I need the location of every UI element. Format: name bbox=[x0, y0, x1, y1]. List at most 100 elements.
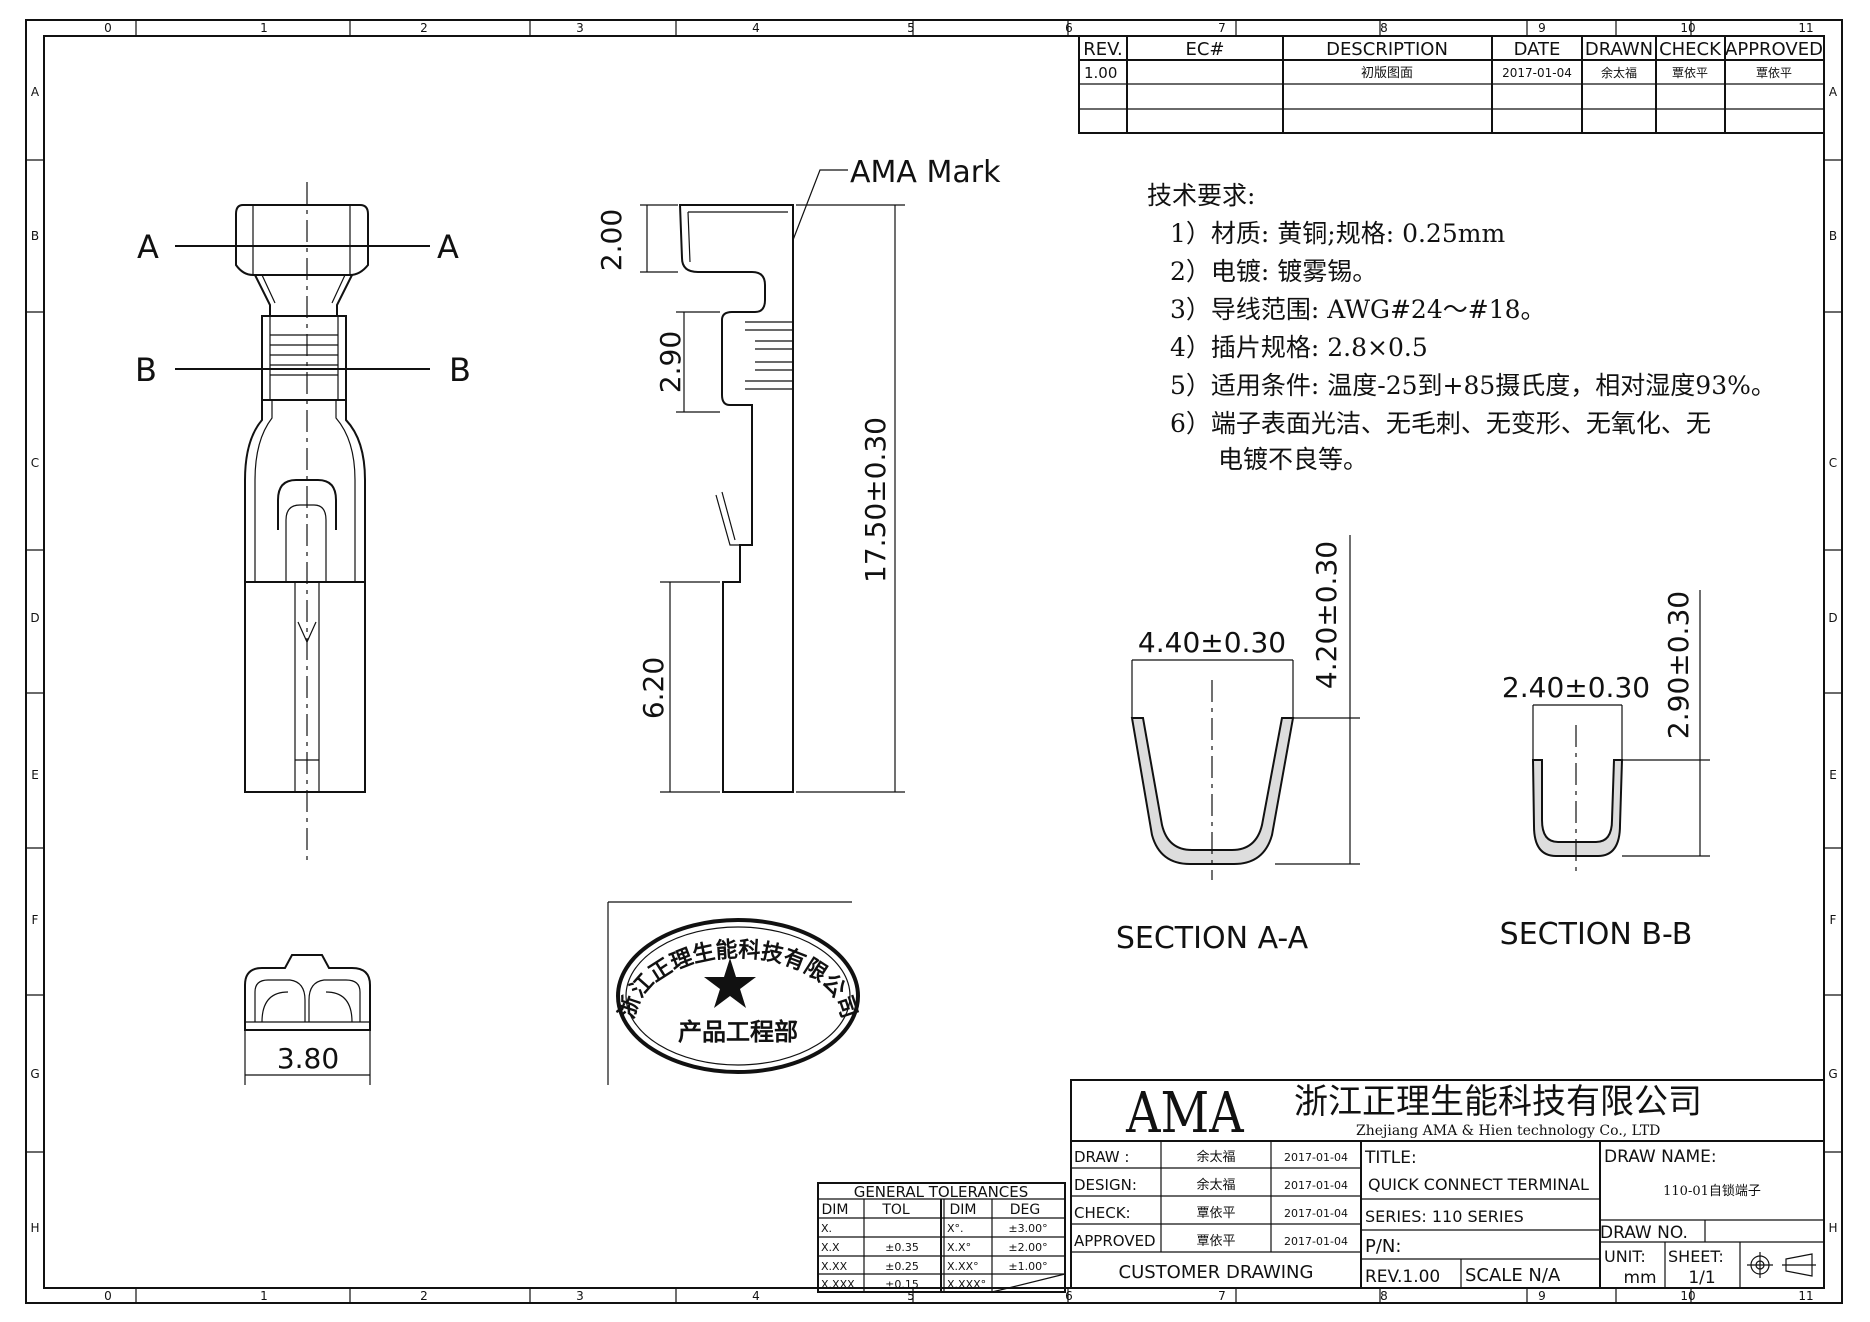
section-a-a-title: SECTION A-A bbox=[1116, 921, 1309, 956]
grid-col-label-top: 0 bbox=[104, 21, 112, 35]
title-block: AMA 浙江正理生能科技有限公司 Zhejiang AMA & Hien tec… bbox=[1070, 1079, 1825, 1289]
grid-col-label-top: 5 bbox=[907, 21, 915, 35]
end-view: 3.80 bbox=[244, 954, 371, 1085]
tol-cell: X.XX° bbox=[947, 1260, 979, 1273]
outer-border bbox=[25, 19, 1843, 1304]
company-name-cn: 浙江正理生能科技有限公司 bbox=[1294, 1082, 1702, 1122]
rev-cell-approved: 覃依平 bbox=[1756, 65, 1792, 80]
dim-3-80: 3.80 bbox=[277, 1042, 339, 1075]
grid-col-label-bottom: 2 bbox=[420, 1289, 428, 1303]
grid-col-label-top: 2 bbox=[420, 21, 428, 35]
requirement-1: 1）材质: 黄铜;规格: 0.25mm bbox=[1170, 219, 1505, 248]
grid-col-label-top: 9 bbox=[1538, 21, 1546, 35]
section-b-label-right: B bbox=[449, 351, 471, 389]
grid-col-label-bottom: 0 bbox=[104, 1289, 112, 1303]
tol-cell: ±1.00° bbox=[1008, 1260, 1047, 1273]
rev-header-date: DATE bbox=[1514, 39, 1561, 60]
dim-6-20: 6.20 bbox=[637, 657, 670, 719]
requirements-title: 技术要求: bbox=[1147, 181, 1255, 210]
grid-col-label-top: 10 bbox=[1680, 21, 1695, 35]
dim-2-00: 2.00 bbox=[595, 209, 628, 271]
rev-value: REV.1.00 bbox=[1365, 1267, 1440, 1287]
dim-2-40: 2.40±0.30 bbox=[1502, 671, 1650, 704]
grid-row-label-right: F bbox=[1830, 913, 1837, 927]
grid-col-label-bottom: 11 bbox=[1798, 1289, 1813, 1303]
draw-name-value: 110-01自锁端子 bbox=[1663, 1183, 1761, 1199]
grid-row-label-right: E bbox=[1829, 768, 1837, 782]
technical-requirements: 技术要求: 1）材质: 黄铜;规格: 0.25mm 2）电镀: 镀雾锡。 3）导… bbox=[1147, 181, 1776, 474]
tol-header-dim: DIM bbox=[822, 1202, 849, 1218]
general-tolerances-table: GENERAL TOLERANCES DIM TOL DIM DEG X. X°… bbox=[817, 1182, 1066, 1293]
revision-table: REV. EC# DESCRIPTION DATE DRAWN CHECK AP… bbox=[1078, 35, 1825, 134]
grid-row-label-right: G bbox=[1828, 1067, 1837, 1081]
grid-col-label-top: 7 bbox=[1218, 21, 1226, 35]
grid-row-label-right: H bbox=[1828, 1221, 1837, 1235]
tolerances-title: GENERAL TOLERANCES bbox=[854, 1183, 1029, 1201]
grid-col-label-bottom: 7 bbox=[1218, 1289, 1226, 1303]
tol-cell: X.XXX° bbox=[947, 1278, 986, 1291]
tol-cell: X.X bbox=[821, 1241, 840, 1254]
dim-2-90: 2.90 bbox=[654, 331, 687, 393]
tol-cell: X°. bbox=[947, 1222, 964, 1235]
company-stamp: 浙江正理生能科技有限公司 产品工程部 bbox=[607, 901, 862, 1085]
signoff-design-name: 余太福 bbox=[1196, 1177, 1235, 1193]
grid-col-label-bottom: 10 bbox=[1680, 1289, 1695, 1303]
signoff-check-label: CHECK: bbox=[1074, 1204, 1131, 1222]
signoff-draw-name: 余太福 bbox=[1196, 1149, 1235, 1165]
rev-cell-drawn: 余太福 bbox=[1601, 65, 1637, 80]
company-name-en: Zhejiang AMA & Hien technology Co., LTD bbox=[1356, 1123, 1660, 1139]
rev-cell-description: 初版图面 bbox=[1361, 66, 1413, 81]
customer-drawing-label: CUSTOMER DRAWING bbox=[1119, 1262, 1314, 1283]
tol-header-deg: DEG bbox=[1010, 1202, 1040, 1218]
tol-cell: ±2.00° bbox=[1008, 1241, 1047, 1254]
grid-col-label-top: 11 bbox=[1798, 21, 1813, 35]
grid-row-label-left: A bbox=[31, 85, 40, 99]
rev-cell-check: 覃依平 bbox=[1672, 65, 1708, 80]
grid-col-label-top: 6 bbox=[1065, 21, 1073, 35]
tol-cell: X.X° bbox=[947, 1241, 971, 1254]
title-value: QUICK CONNECT TERMINAL bbox=[1368, 1175, 1589, 1194]
series-value: SERIES: 110 SERIES bbox=[1365, 1207, 1524, 1226]
tol-cell: ±3.00° bbox=[1008, 1222, 1047, 1235]
tol-header-tol: TOL bbox=[881, 1202, 910, 1218]
grid-row-label-right: A bbox=[1829, 85, 1838, 99]
side-view: AMA Mark 2.00 2.90 6.20 17.50±0.30 bbox=[595, 155, 1001, 793]
grid-row-label-left: D bbox=[30, 611, 39, 625]
signoff-design-date: 2017-01-04 bbox=[1284, 1179, 1348, 1192]
requirement-6-cont: 电镀不良等。 bbox=[1218, 445, 1368, 474]
pn-label: P/N: bbox=[1365, 1236, 1401, 1257]
unit-label: UNIT: bbox=[1604, 1247, 1646, 1266]
rev-header-approved: APPROVED bbox=[1725, 39, 1823, 60]
grid-row-label-left: H bbox=[30, 1221, 39, 1235]
tol-cell: X. bbox=[821, 1222, 832, 1235]
grid-col-label-bottom: 4 bbox=[752, 1289, 760, 1303]
inner-border bbox=[43, 35, 1825, 1289]
section-b-label-left: B bbox=[135, 351, 157, 389]
rev-header-rev: REV. bbox=[1083, 39, 1123, 60]
title-label: TITLE: bbox=[1364, 1148, 1417, 1168]
tol-cell: ±0.25 bbox=[885, 1260, 919, 1273]
grid-col-label-top: 4 bbox=[752, 21, 760, 35]
company-logo: AMA bbox=[1125, 1081, 1245, 1146]
requirement-4: 4）插片规格: 2.8×0.5 bbox=[1170, 333, 1428, 362]
section-a-label-right: A bbox=[437, 228, 459, 266]
signoff-draw-date: 2017-01-04 bbox=[1284, 1151, 1348, 1164]
grid-row-label-right: B bbox=[1829, 229, 1837, 243]
grid-col-label-bottom: 8 bbox=[1380, 1289, 1388, 1303]
grid-col-label-bottom: 6 bbox=[1065, 1289, 1073, 1303]
signoff-design-label: DESIGN: bbox=[1074, 1176, 1137, 1194]
stamp-department: 产品工程部 bbox=[678, 1017, 798, 1046]
rev-header-description: DESCRIPTION bbox=[1326, 39, 1448, 60]
projection-symbol-icon bbox=[1747, 1252, 1816, 1278]
dim-17-50: 17.50±0.30 bbox=[859, 417, 892, 583]
section-b-b-view: 2.40±0.30 2.90±0.30 SECTION B-B bbox=[1500, 590, 1710, 952]
draw-no-label: DRAW NO. bbox=[1600, 1223, 1688, 1243]
grid-row-label-right: D bbox=[1828, 611, 1837, 625]
grid-row-label-left: B bbox=[31, 229, 39, 243]
grid-col-label-top: 8 bbox=[1380, 21, 1388, 35]
dim-4-40: 4.40±0.30 bbox=[1138, 626, 1286, 659]
signoff-approved-label: APPROVED bbox=[1074, 1232, 1156, 1250]
grid-col-label-bottom: 1 bbox=[260, 1289, 268, 1303]
grid-row-label-left: E bbox=[31, 768, 39, 782]
